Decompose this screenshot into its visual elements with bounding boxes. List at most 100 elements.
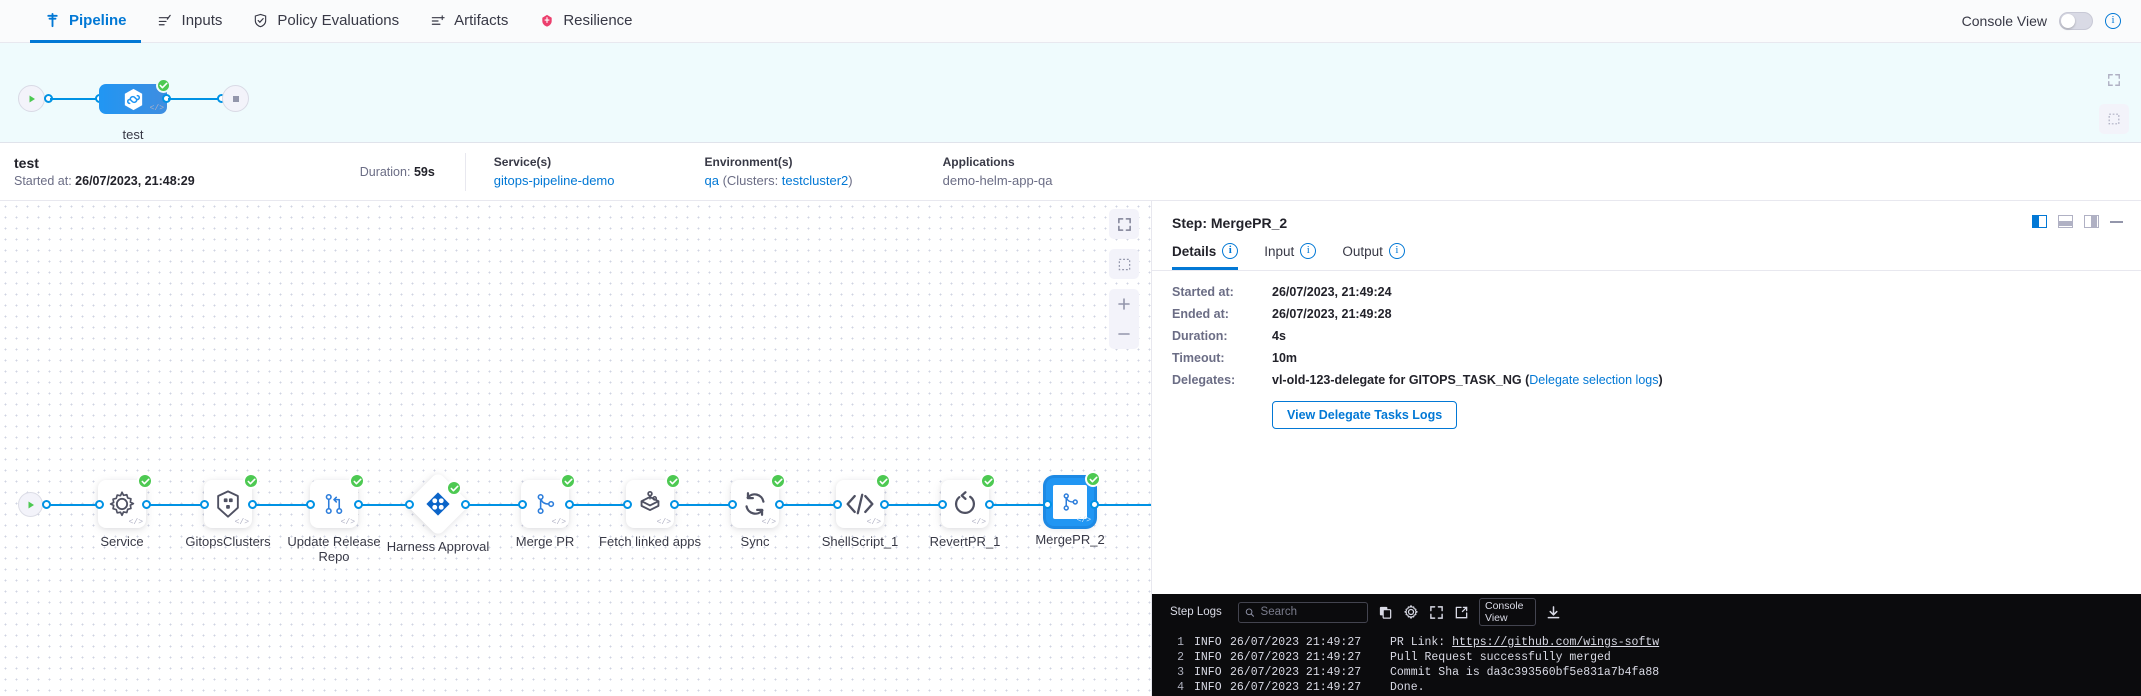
node-card[interactable]: </> [521, 473, 576, 528]
minimap-edge [50, 98, 99, 100]
graph-port [95, 500, 104, 509]
graph-port [1090, 500, 1099, 509]
logs-console-view-button[interactable]: Console View [1479, 598, 1536, 626]
gear-icon[interactable] [1403, 604, 1419, 620]
graph-node-revertpr-1[interactable]: </> RevertPR_1 [930, 473, 1000, 549]
minimize-icon[interactable] [2110, 220, 2123, 223]
environments-block: Environment(s) qa (Clusters: testcluster… [704, 155, 852, 188]
delegate-selection-logs-link[interactable]: Delegate selection logs [1529, 373, 1659, 387]
node-card[interactable]: </> [941, 473, 996, 528]
graph-node-fetch-linked-apps[interactable]: </> Fetch linked apps [599, 473, 701, 549]
fullscreen-icon[interactable] [1429, 605, 1444, 620]
graph-node-merge-pr[interactable]: </> Merge PR [516, 473, 576, 549]
node-card[interactable]: </> [731, 473, 786, 528]
cluster-link[interactable]: testcluster2 [781, 173, 849, 188]
tab-output-label: Output [1342, 243, 1383, 259]
log-output[interactable]: 1 INFO 26/07/2023 21:49:27 PR Link: http… [1152, 630, 2141, 696]
deploy-hexagon-icon [124, 88, 142, 110]
graph-port [354, 500, 363, 509]
fullscreen-icon[interactable] [1109, 209, 1139, 239]
detail-key: Duration: [1172, 329, 1228, 343]
detail-key: Ended at: [1172, 307, 1229, 321]
graph-port [775, 500, 784, 509]
logs-title: Step Logs [1170, 605, 1222, 618]
graph-start-node[interactable] [18, 492, 43, 517]
node-card[interactable]: </> [626, 473, 681, 528]
info-icon[interactable]: i [1388, 243, 1405, 259]
copy-icon[interactable] [1378, 605, 1393, 620]
split-bottom-layout-icon[interactable] [2058, 215, 2073, 228]
fullscreen-icon[interactable] [2099, 65, 2129, 95]
nav-right-controls: Console View i [1962, 0, 2121, 42]
environment-link[interactable]: qa [704, 173, 719, 188]
pr-link[interactable]: https://github.com/wings-softw [1452, 636, 1660, 649]
open-external-icon[interactable] [1454, 605, 1469, 620]
graph-node-update-release-repo[interactable]: </> Update Release Repo [287, 473, 381, 564]
graph-edge [569, 504, 625, 506]
graph-edge [252, 504, 308, 506]
tab-pipeline[interactable]: Pipeline [30, 1, 141, 43]
graph-edge [989, 504, 1045, 506]
tab-output[interactable]: Output i [1342, 243, 1405, 270]
node-card-selected[interactable]: </> [1046, 471, 1101, 526]
status-success-icon [349, 473, 365, 489]
graph-port [938, 500, 947, 509]
split-right-layout-icon[interactable] [2032, 215, 2047, 228]
search-icon [1245, 607, 1254, 617]
node-card[interactable] [405, 471, 471, 537]
panel-header: Step: MergePR_2 [1152, 201, 2141, 231]
node-card[interactable]: </> [836, 473, 891, 528]
node-code-icon: </> [971, 518, 986, 527]
applications-value: demo-helm-app-qa [942, 173, 1053, 188]
graph-port [42, 500, 51, 509]
graph-port [142, 500, 151, 509]
stop-icon [232, 95, 239, 102]
graph-node-shellscript-1[interactable]: </> ShellScript_1 [822, 473, 898, 549]
split-left-layout-icon[interactable] [2084, 215, 2099, 228]
minimap-stage-node[interactable]: </> [99, 84, 167, 114]
graph-node-mergepr-2[interactable]: </> MergePR_2 [1035, 471, 1105, 547]
graph-port [728, 500, 737, 509]
graph-node-gitopsclusters[interactable]: </> GitopsClusters [185, 473, 271, 549]
graph-node-harness-approval[interactable]: Harness Approval [387, 471, 489, 554]
environments-label: Environment(s) [704, 155, 793, 169]
tab-inputs[interactable]: Inputs [143, 1, 237, 43]
graph-node-service[interactable]: </> Service [98, 473, 153, 549]
zoom-out-icon[interactable] [1109, 319, 1139, 349]
node-code-icon: </> [866, 518, 881, 527]
logs-search[interactable] [1238, 601, 1368, 623]
tab-policy-evaluations[interactable]: Policy Evaluations [238, 1, 413, 43]
tab-input[interactable]: Input i [1264, 243, 1317, 270]
node-card[interactable]: </> [98, 473, 153, 528]
delegate-text: vl-old-123-delegate for GITOPS_TASK_NG ( [1272, 373, 1530, 387]
execution-graph-canvas[interactable]: </> Service </> GitopsClus [0, 201, 1152, 696]
tab-details[interactable]: Details i [1172, 243, 1239, 270]
info-icon[interactable]: i [1222, 243, 1239, 259]
log-line-number: 4 [1177, 681, 1184, 694]
node-code-icon: </> [234, 518, 249, 527]
zoom-in-icon[interactable] [1109, 289, 1139, 319]
detail-key: Started at: [1172, 285, 1234, 299]
graph-node-sync[interactable]: </> Sync [731, 473, 786, 549]
download-icon[interactable] [1546, 605, 1561, 620]
info-icon[interactable]: i [1300, 243, 1317, 259]
info-icon[interactable]: i [2105, 13, 2121, 29]
search-input[interactable] [1260, 606, 1361, 618]
graph-port [623, 500, 632, 509]
tab-resilience[interactable]: Resilience [524, 1, 646, 43]
fit-to-screen-icon[interactable] [1109, 249, 1139, 279]
log-line-number: 3 [1177, 666, 1184, 679]
step-details-panel: Step: MergePR_2 Details i Input i [1152, 201, 2141, 696]
detail-value: 4s [1272, 329, 1286, 343]
tab-artifacts[interactable]: Artifacts [415, 1, 522, 43]
services-value[interactable]: gitops-pipeline-demo [493, 173, 615, 188]
fit-to-screen-icon[interactable] [2099, 104, 2129, 134]
node-card[interactable]: </> [310, 473, 365, 528]
minimap-end-node[interactable] [222, 85, 249, 112]
status-success-icon [243, 473, 259, 489]
view-delegate-tasks-logs-button[interactable]: View Delegate Tasks Logs [1272, 401, 1458, 429]
node-card[interactable]: </> [204, 473, 259, 528]
console-view-toggle[interactable] [2059, 12, 2093, 30]
minimap-start-node[interactable] [18, 85, 45, 112]
graph-edge [779, 504, 835, 506]
